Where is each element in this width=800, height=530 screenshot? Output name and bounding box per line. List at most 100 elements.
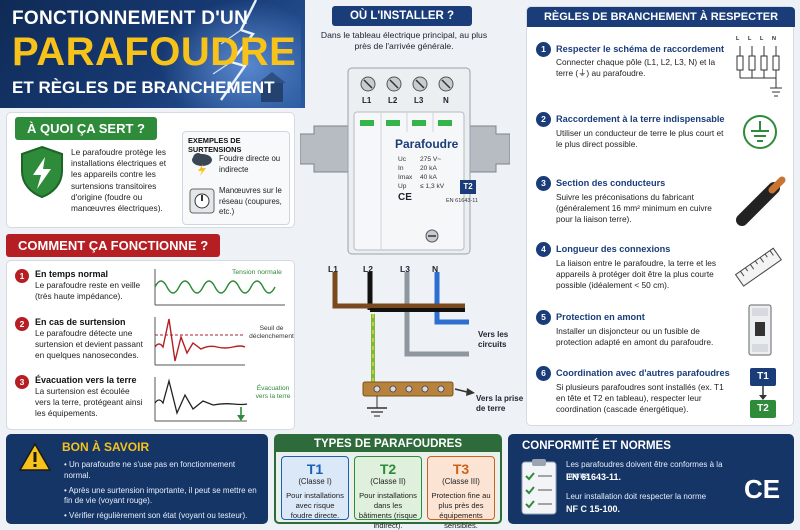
rule-5-title: Protection en amont [556,312,645,322]
terminal-L3: L3 [414,96,424,105]
wiring-diagram [332,272,475,417]
earth-symbol-icon [743,115,777,149]
purpose-title: À QUOI ÇA SERT ? [15,117,157,140]
rules-title: RÈGLES DE BRANCHEMENT À RESPECTER [527,7,795,27]
graph-normal [154,269,285,306]
storm-cloud-icon [192,153,212,176]
wire-L1-label: L1 [328,264,338,274]
rule-4-text: La liaison entre le parafoudre, la terre… [556,258,717,291]
type-t1-class: (Classe I) [298,477,332,486]
type-t1-card: T1 (Classe I) Pour installations avec ri… [281,456,349,520]
wire-L2-label: L2 [363,264,373,274]
graph-3-label: Évacuation vers la terre [255,385,291,401]
schematic-label-L1: L [736,36,740,42]
rule-3-title: Section des conducteurs [556,178,666,188]
type-t2-card: T2 (Classe II) Pour installations dans l… [354,456,422,530]
title-line-3: ET RÈGLES DE BRANCHEMENT [12,78,275,97]
examples-box: EXEMPLES DE SURTENSIONS Foudre directe o… [182,131,290,225]
rule-4-number: 4 [536,242,551,257]
rule-6-number: 6 [536,366,551,381]
type-t3-class: (Classe III) [442,477,480,486]
rule-2-title: Raccordement à la terre indispensable [556,114,725,124]
schematic-label-L3: L [760,36,764,42]
ce-mark: CE [744,474,781,504]
rule-1-title: Respecter le schéma de raccordement [556,44,725,54]
wire-L3-label: L3 [400,264,410,274]
rule-5-number: 5 [536,310,551,325]
title-banner: FONCTIONNEMENT D'UN PARAFOUDRE ET RÈGLES… [0,0,305,108]
device-type-badge: T2 [460,180,476,194]
graph-1-label: Tension normale [232,269,282,276]
shield-icon [21,145,63,199]
schematic-label-N: N [772,36,776,42]
rule-4-title: Longueur des connexions [556,244,671,254]
ruler-icon [734,247,782,287]
coord-t1-badge: T1 [750,368,776,386]
device-name: Parafoudre [395,137,459,151]
checklist-icon [521,459,557,515]
switch-panel-icon [189,188,215,214]
type-t1-name: T1 [306,461,324,477]
conformity-title: CONFORMITÉ ET NORMES [522,440,671,452]
terminal-N: N [443,96,449,105]
rule-2-text: Utiliser un conducteur de terre le plus … [556,128,724,150]
rule-2-number: 2 [536,112,551,127]
arrow-down-icon [759,386,767,400]
to-circuits-label: Vers les circuits [478,330,509,350]
step-1-number: 1 [15,269,29,283]
how-title: COMMENT ÇA FONCTIONNE ? [6,234,221,257]
surge-device-illustration [300,67,510,255]
title-line-2: PARAFOUDRE [12,30,297,74]
schematic-label-L2: L [748,36,752,42]
step-3-text: La surtension est écoulée vers la terre,… [35,386,143,419]
rule-6-title: Coordination avec d'autres parafoudres [556,368,730,378]
rule-1-text: Connecter chaque pôle (L1, L2, L3, N) et… [556,57,716,79]
type-t3-desc: Protection fine au plus près des équipem… [431,491,491,530]
rule-6-text: Si plusieurs parafoudres sont installés … [556,382,724,415]
to-earth-label: Vers la prise de terre [476,394,524,414]
conformity-line-1: Les parafoudres doivent être conformes à… [566,460,723,480]
breaker-icon [748,304,772,356]
warning-icon [18,442,52,471]
type-t2-desc: Pour installations dans les bâtiments (r… [358,491,418,530]
terminal-L1: L1 [362,96,372,105]
type-t2-class: (Classe II) [370,477,406,486]
purpose-text: Le parafoudre protège les installations … [71,147,167,213]
step-2-number: 2 [15,317,29,331]
lightning-icon [161,0,301,108]
step-1-text: Le parafoudre reste en veille (très haut… [35,280,141,302]
type-t1-desc: Pour installations avec risque foudre di… [286,491,344,520]
example-2-text: Manœuvres sur le réseau (coupures, etc.) [219,186,282,217]
step-2-title: En cas de surtension [35,317,126,327]
device-ce-mark: CE [398,192,412,203]
good-to-know-list: • Un parafoudre ne s'use pas en fonction… [64,460,257,521]
type-t3-name: T3 [452,461,470,477]
device-norm: EN 61643-11 [446,198,479,204]
graph-2-label: Seuil de déclenchement [249,325,294,341]
terminal-L2: L2 [388,96,398,105]
step-1-title: En temps normal [35,269,109,279]
graph-discharge [154,377,248,422]
coord-t2-badge: T2 [750,400,776,418]
good-to-know-panel: BON À SAVOIR • Un parafoudre ne s'use pa… [6,434,268,524]
type-t3-card: T3 (Classe III) Protection fine au plus … [427,456,495,530]
title-line-1: FONCTIONNEMENT D'UN [12,8,249,29]
rule-5-text: Installer un disjoncteur ou un fusible d… [556,326,714,348]
examples-title: EXEMPLES DE SURTENSIONS [188,136,242,154]
install-subtitle: Dans le tableau électrique principal, au… [320,30,488,52]
rule-3-number: 3 [536,176,551,191]
types-title: TYPES DE PARAFOUDRES [276,436,500,452]
conformity-norm-2: NF C 15-100. [566,504,621,514]
example-1-text: Foudre directe ou indirecte [219,154,281,174]
conformity-line-2: Leur installation doit respecter la norm… [566,492,707,501]
connection-schematic-icon [736,46,782,97]
rule-1-number: 1 [536,42,551,57]
conformity-panel: CONFORMITÉ ET NORMES Les parafoudres doi… [508,434,794,524]
types-panel: TYPES DE PARAFOUDRES T1 (Classe I) Pour … [274,434,502,530]
wire-N-label: N [432,264,439,274]
rule-3-text: Suivre les préconisations du fabricant (… [556,192,712,225]
graph-surge [154,317,246,366]
step-3-title: Évacuation vers la terre [35,375,137,385]
step-3-number: 3 [15,375,29,389]
